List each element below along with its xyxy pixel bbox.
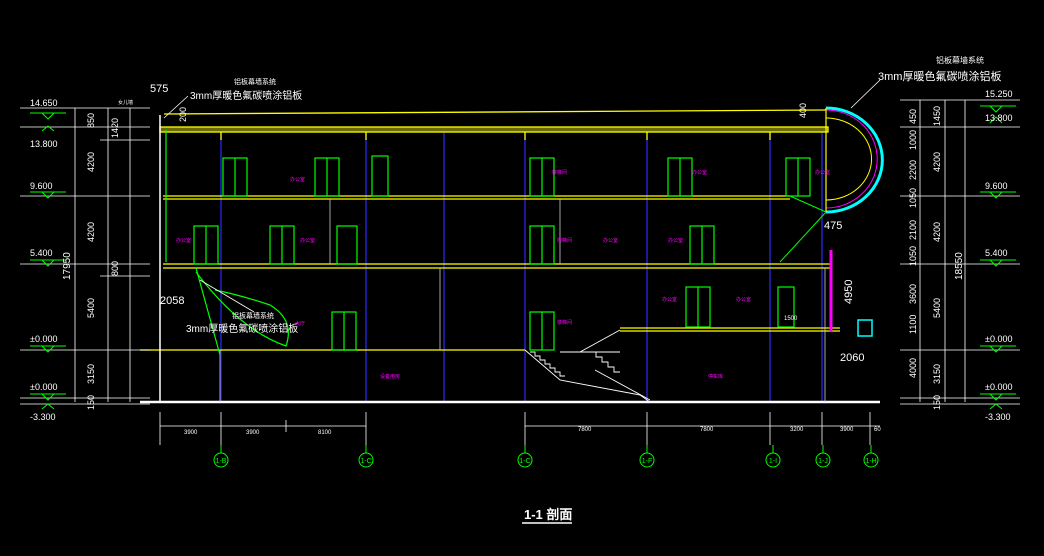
dim-2058: 2058 — [160, 295, 184, 307]
dim-4950: 4950 — [843, 280, 855, 304]
room-label: 办公室 — [662, 296, 677, 303]
dim-left-1420: 1420 — [110, 118, 120, 138]
elev-right-floor3: 9.600 — [985, 181, 1008, 191]
axis-label-6: 1-J — [818, 458, 828, 465]
right-curtain-wall — [779, 106, 884, 337]
dim-right-inner-450: 450 — [908, 109, 918, 124]
axis-label-1: 1-B — [216, 458, 227, 465]
dim-right-total: 18550 — [954, 252, 965, 280]
dim-bottom-7800b: 7800 — [700, 427, 714, 433]
room-label: 办公室 — [290, 176, 305, 183]
dim-right-inner-3600: 3600 — [908, 284, 918, 304]
dim-575: 575 — [150, 83, 168, 95]
note-panel-top-left: 3mm厚暖色氟碳喷涂铝板 — [190, 89, 302, 102]
note-curtain-wall-right: 铝板幕墙系统 — [936, 55, 984, 65]
drawing-title: 1-1 剖面 — [524, 507, 572, 522]
elev-left-roof: 13.800 — [30, 139, 58, 149]
note-curtain-wall-mid-left: 铝板幕墙系统 — [232, 311, 274, 320]
axis-label-7: 1-H — [865, 458, 876, 465]
elev-left-ground: ±0.000 — [30, 334, 57, 344]
dim-2060: 2060 — [840, 352, 864, 364]
elev-left-floor3: 9.600 — [30, 181, 53, 191]
note-curtain-wall-top-left: 铝板幕墙系统 — [234, 77, 276, 86]
axis-bubbles — [213, 445, 879, 468]
axis-label-4: 1-F — [642, 458, 653, 465]
dim-right-150: 150 — [932, 395, 942, 410]
dim-1500: 1500 — [784, 316, 798, 322]
elev-left-floor2: 5.400 — [30, 248, 53, 258]
left-elevation-markers — [30, 112, 66, 410]
stairs — [524, 329, 651, 403]
dim-right-inner-1050a: 1050 — [908, 188, 918, 208]
elev-right-top: 15.250 — [985, 89, 1013, 99]
axis-label-5: 1-I — [769, 458, 777, 465]
elev-right-basement: -3.300 — [985, 412, 1011, 422]
dim-bottom-3900a: 3900 — [184, 430, 198, 436]
room-label: 大厅 — [295, 320, 305, 327]
dim-bottom-7800a: 7800 — [578, 427, 592, 433]
room-label: 楼梯间 — [557, 319, 572, 326]
elev-left-top: 14.650 — [30, 98, 58, 108]
dim-right-1450: 1450 — [932, 106, 942, 126]
axis-label-2: 1-C — [360, 458, 371, 465]
dim-right-inner-2100: 2100 — [908, 220, 918, 240]
bottom-dimensions — [159, 412, 880, 445]
dim-bottom-3900b: 3900 — [246, 430, 260, 436]
leaders — [163, 79, 881, 313]
axis-label-3: 1-C — [519, 458, 530, 465]
dim-left-800: 800 — [110, 261, 120, 276]
note-panel-mid-left: 3mm厚暖色氟碳喷涂铝板 — [186, 322, 298, 335]
dim-left-5400: 5400 — [86, 298, 96, 318]
dim-right-4200a: 4200 — [932, 152, 942, 172]
room-label: 办公室 — [692, 169, 707, 176]
room-label: 办公室 — [668, 237, 683, 244]
note-panel-right: 3mm厚暖色氟碳喷涂铝板 — [878, 69, 1001, 83]
room-label: 设备用房 — [380, 373, 400, 380]
dim-bottom-3900: 3900 — [840, 427, 854, 433]
room-label: 办公室 — [736, 296, 751, 303]
dim-left-4200a: 4200 — [86, 152, 96, 172]
room-label: 楼梯间 — [557, 237, 572, 244]
dim-right-inner-1000: 1000 — [908, 130, 918, 150]
left-dimension-chain — [20, 107, 150, 405]
elev-right-grade: ±0.000 — [985, 382, 1012, 392]
room-label: 停车库 — [708, 373, 723, 380]
right-elevation-markers — [980, 105, 1016, 410]
room-label: 办公室 — [176, 237, 191, 244]
dim-left-4200b: 4200 — [86, 222, 96, 242]
dim-475: 475 — [824, 220, 842, 232]
dim-bottom-60: 60 — [874, 427, 881, 433]
elev-left-grade: ±0.000 — [30, 382, 57, 392]
room-label: 办公室 — [603, 237, 618, 244]
room-label: 办公室 — [300, 237, 315, 244]
structure — [140, 109, 880, 404]
dim-right-5400: 5400 — [932, 298, 942, 318]
elev-left-basement: -3.300 — [30, 412, 56, 422]
note-small-label: 女儿墙 — [118, 99, 133, 106]
dim-left-3150: 3150 — [86, 364, 96, 384]
windows — [193, 155, 811, 351]
dim-right-inner-2200: 2200 — [908, 160, 918, 180]
dim-right-inner-1100: 1100 — [908, 315, 918, 334]
right-dimension-chain — [900, 99, 1020, 405]
elev-right-ground: ±0.000 — [985, 334, 1012, 344]
room-label: 办公室 — [815, 169, 830, 176]
dim-bottom-3200: 3200 — [790, 427, 804, 433]
dim-bottom-8100: 8100 — [318, 430, 332, 436]
dim-left-850: 850 — [86, 113, 96, 128]
dim-right-inner-4000: 4000 — [908, 358, 918, 378]
elev-right-floor2: 5.400 — [985, 248, 1008, 258]
dim-left-total: 17950 — [62, 252, 73, 280]
dim-200: 200 — [178, 107, 188, 122]
elev-right-roof: 13.800 — [985, 113, 1013, 123]
dim-400: 400 — [798, 103, 808, 118]
dim-right-3150: 3150 — [932, 364, 942, 384]
grid-lines — [220, 128, 823, 402]
dim-left-150: 150 — [86, 395, 96, 410]
left-curtain-wall — [165, 130, 289, 356]
room-label: 楼梯间 — [552, 169, 567, 176]
dim-right-inner-1050b: 1050 — [908, 246, 918, 266]
dim-right-4200b: 4200 — [932, 222, 942, 242]
